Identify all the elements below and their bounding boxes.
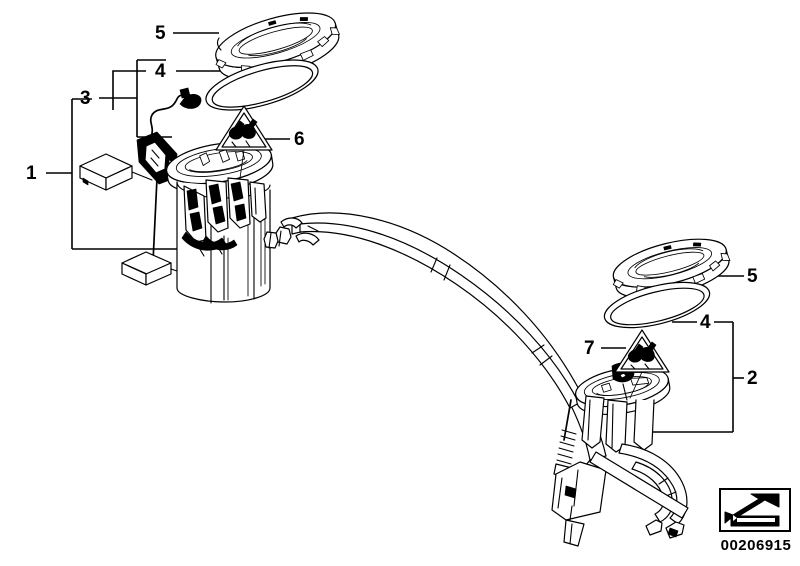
hazard-symbol-left bbox=[228, 118, 258, 148]
locking-ring-left bbox=[215, 12, 340, 80]
fuel-pump-module bbox=[165, 141, 274, 304]
hazard-symbol-right bbox=[627, 341, 657, 370]
electrical-connector-lower bbox=[121, 251, 187, 286]
callout-label-7: 7 bbox=[584, 338, 595, 359]
callout-label-4-right: 4 bbox=[700, 312, 711, 333]
arrow-page-corner-icon bbox=[724, 493, 780, 527]
callout-label-3: 3 bbox=[80, 88, 91, 109]
callout-label-4-left: 4 bbox=[155, 61, 166, 82]
callout-label-1: 1 bbox=[26, 163, 37, 184]
suction-jet-pump-assembly bbox=[551, 362, 689, 547]
warning-triangle-right bbox=[614, 329, 670, 399]
callout-leader-lines bbox=[46, 32, 744, 433]
part-number: 00206915 bbox=[720, 537, 792, 554]
callout-label-6: 6 bbox=[294, 129, 305, 150]
callout-label-2: 2 bbox=[747, 368, 758, 389]
electrical-connector-upper bbox=[79, 153, 153, 191]
pump-internals bbox=[181, 177, 267, 257]
bmw-logo-box bbox=[719, 488, 791, 532]
warning-triangle-left bbox=[215, 105, 273, 179]
callout-label-5-right: 5 bbox=[747, 266, 758, 287]
o-ring-left bbox=[205, 59, 319, 111]
leader-4-left-elbow bbox=[112, 70, 146, 110]
o-ring-right bbox=[603, 281, 711, 329]
callout-label-5-left: 5 bbox=[155, 23, 166, 44]
